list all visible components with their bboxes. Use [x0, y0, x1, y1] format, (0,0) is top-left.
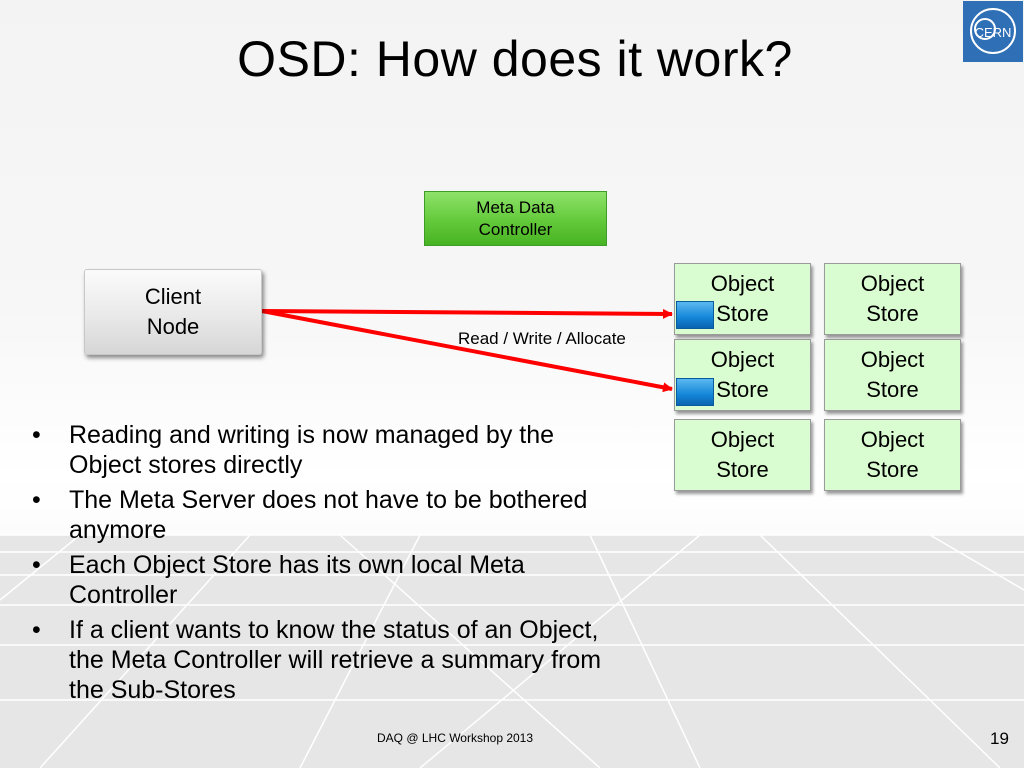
- object-store-4: Object Store: [824, 339, 961, 411]
- cern-logo: CERN: [963, 1, 1023, 62]
- bullet-item: • If a client wants to know the status of…: [32, 615, 602, 705]
- bullet-marker: •: [32, 551, 41, 579]
- object-store-5: Object Store: [674, 419, 811, 491]
- bullet-item: • The Meta Server does not have to be bot…: [32, 485, 602, 545]
- client-label-line2: Node: [146, 314, 200, 339]
- page-number: 19: [990, 729, 1009, 748]
- object-store-1: Object Store: [674, 263, 811, 335]
- bullet-marker: •: [32, 616, 41, 644]
- object-store-3: Object Store: [674, 339, 811, 411]
- object-store-6: Object Store: [824, 419, 961, 491]
- data-object-cube-icon: [676, 378, 714, 406]
- meta-label-line1: Meta Data: [476, 197, 555, 217]
- store-label-line2: Store: [716, 377, 769, 402]
- bullet-item: • Reading and writing is now managed by t…: [32, 420, 602, 480]
- store-label-line1: Object: [710, 427, 775, 452]
- store-label-line2: Store: [716, 301, 769, 326]
- store-label-line1: Object: [710, 271, 775, 296]
- store-label-line2: Store: [866, 301, 919, 326]
- slide-title: OSD: How does it work?: [237, 31, 793, 87]
- store-label-line1: Object: [860, 427, 925, 452]
- store-label-line1: Object: [860, 347, 925, 372]
- logo-text: CERN: [975, 25, 1012, 40]
- footer-text: DAQ @ LHC Workshop 2013: [377, 731, 534, 745]
- bullet-text: Each Object Store has its own local Meta…: [69, 551, 525, 609]
- bullet-marker: •: [32, 486, 41, 514]
- bullet-text: Reading and writing is now managed by th…: [69, 421, 555, 479]
- bullet-text: The Meta Server does not have to be both…: [69, 486, 588, 544]
- object-store-2: Object Store: [824, 263, 961, 335]
- store-label-line2: Store: [716, 457, 769, 482]
- bullet-list: • Reading and writing is now managed by t…: [32, 420, 602, 710]
- store-label-line2: Store: [866, 377, 919, 402]
- edge-label-read-write-allocate: Read / Write / Allocate: [458, 329, 626, 348]
- bullet-text: If a client wants to know the status of …: [69, 616, 602, 704]
- bullet-item: • Each Object Store has its own local Met…: [32, 550, 602, 610]
- meta-label-line2: Controller: [478, 219, 553, 239]
- meta-data-controller-box: Meta Data Controller: [424, 191, 607, 246]
- data-object-cube-icon: [676, 301, 714, 329]
- store-label-line1: Object: [710, 347, 775, 372]
- store-label-line2: Store: [866, 457, 919, 482]
- bullet-marker: •: [32, 421, 41, 449]
- client-label-line1: Client: [144, 284, 202, 309]
- client-node-box: Client Node: [84, 269, 262, 355]
- store-label-line1: Object: [860, 271, 925, 296]
